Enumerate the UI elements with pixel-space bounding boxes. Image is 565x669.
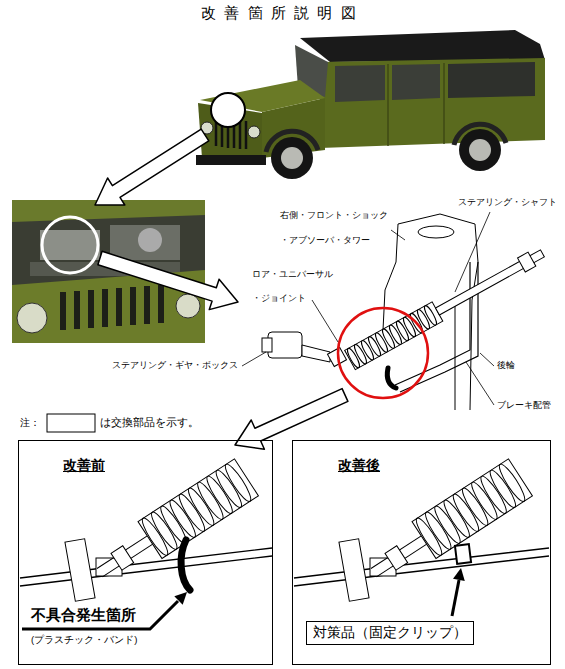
after-drawing [452, 580, 459, 616]
after-drawing [453, 568, 465, 581]
engine-bay-picture [176, 294, 200, 318]
engine-bay-picture [158, 285, 164, 323]
before-drawing [22, 601, 178, 629]
engine-bay-picture [116, 288, 122, 326]
vehicle-picture [335, 65, 385, 102]
after-drawing [496, 462, 528, 504]
diagram-title: 改善箇所説明図 [0, 4, 565, 23]
vehicle-picture [196, 30, 545, 179]
after-drawing [294, 459, 549, 616]
before-drawing [102, 544, 152, 577]
engine-bay-picture [60, 285, 164, 330]
replacement-part-name: 対策品（固定クリップ） [313, 624, 467, 642]
pointer-arrow [98, 251, 238, 309]
vehicle-picture [459, 129, 501, 171]
steering-line-drawing [418, 226, 454, 238]
part-name: 右側・フロント・ショック ・アブソーバ・タワー [280, 203, 388, 253]
vehicle-picture [448, 62, 535, 98]
after-drawing [294, 548, 549, 578]
fault-part-name: (プラスチック・バンド) [31, 634, 137, 647]
before-drawing [111, 546, 134, 570]
replacement-part-box: 対策品（固定クリップ） [306, 621, 474, 645]
after-drawing [376, 544, 426, 577]
engine-bay-picture [138, 228, 162, 252]
after-panel: 改善後対策品（固定クリップ） [292, 440, 551, 665]
steering-line-drawing [518, 252, 536, 272]
pointer-arrow [95, 129, 209, 205]
vehicle-picture [281, 147, 303, 169]
leader-line [312, 300, 338, 342]
vehicle-picture [387, 64, 389, 146]
vehicle-picture [300, 30, 545, 62]
legend-empty-box [47, 414, 95, 432]
leader-line [466, 362, 494, 405]
engine-bay-picture [60, 292, 66, 330]
engine-bay-picture [12, 200, 205, 343]
engine-bay-picture [144, 286, 150, 324]
after-drawing [487, 468, 519, 510]
vehicle-picture [469, 139, 491, 161]
steering-line-drawing [338, 308, 428, 398]
steering-line-drawing [345, 244, 548, 370]
before-drawing [174, 592, 187, 605]
steering-line-drawing [387, 368, 396, 388]
note-text: は交換部品を示す。 [100, 415, 199, 430]
pointer-arrow [95, 129, 348, 449]
vehicle-picture [245, 121, 248, 149]
note-mark: 注： [20, 416, 40, 430]
steering-line-drawing [436, 250, 545, 315]
part-name: 後輪 ブレーキ配管 [497, 345, 551, 425]
panel-heading: 改善前 [63, 457, 105, 475]
after-drawing [294, 556, 549, 586]
fault-label: 不具合発生箇所 [31, 606, 136, 625]
after-drawing [455, 544, 471, 564]
before-panel: 改善前不具合発生箇所 (プラスチック・バンド) [18, 440, 273, 665]
after-drawing [362, 459, 533, 591]
engine-bay-picture [12, 200, 205, 343]
vehicle-picture [320, 58, 545, 148]
steering-line-drawing [455, 300, 456, 410]
leader-line [242, 352, 266, 366]
engine-bay-picture [74, 291, 80, 329]
part-name: ステアリング・シャフト [458, 196, 557, 209]
vehicle-picture [211, 93, 245, 127]
vehicle-picture [443, 63, 445, 144]
before-drawing [20, 548, 272, 578]
steering-line-drawing [262, 338, 272, 352]
before-drawing [138, 459, 258, 559]
after-drawing [385, 546, 408, 570]
vehicle-picture [248, 126, 260, 138]
panel-heading: 改善後 [338, 457, 380, 475]
after-drawing [412, 459, 532, 559]
before-drawing [181, 540, 190, 590]
engine-bay-picture [102, 289, 108, 327]
leader-line [455, 212, 490, 292]
steering-line-drawing [383, 224, 398, 330]
before-drawing [20, 556, 272, 586]
steering-line-drawing [302, 345, 330, 362]
before-drawing [65, 539, 95, 602]
steering-line-drawing [268, 332, 302, 358]
before-drawing [213, 468, 245, 510]
vehicle-picture [239, 120, 242, 149]
part-name: ステアリング・ギヤ・ボックス [112, 359, 238, 372]
vehicle-picture [196, 155, 266, 165]
engine-bay-picture [88, 290, 94, 328]
engine-bay-picture [42, 217, 98, 273]
after-drawing [339, 539, 369, 602]
before-drawing [88, 459, 259, 591]
engine-bay-picture [130, 287, 136, 325]
part-name: ロア・ユニバーサル ・ジョイント [252, 262, 333, 310]
vehicle-picture [271, 137, 313, 179]
leader-line [480, 353, 494, 366]
engine-bay-picture [110, 225, 180, 260]
before-drawing [222, 462, 254, 504]
before-drawing [20, 459, 272, 629]
vehicle-picture [392, 64, 440, 100]
leader-line [391, 230, 405, 240]
engine-bay-picture [40, 230, 100, 260]
engine-bay-picture [17, 303, 47, 333]
